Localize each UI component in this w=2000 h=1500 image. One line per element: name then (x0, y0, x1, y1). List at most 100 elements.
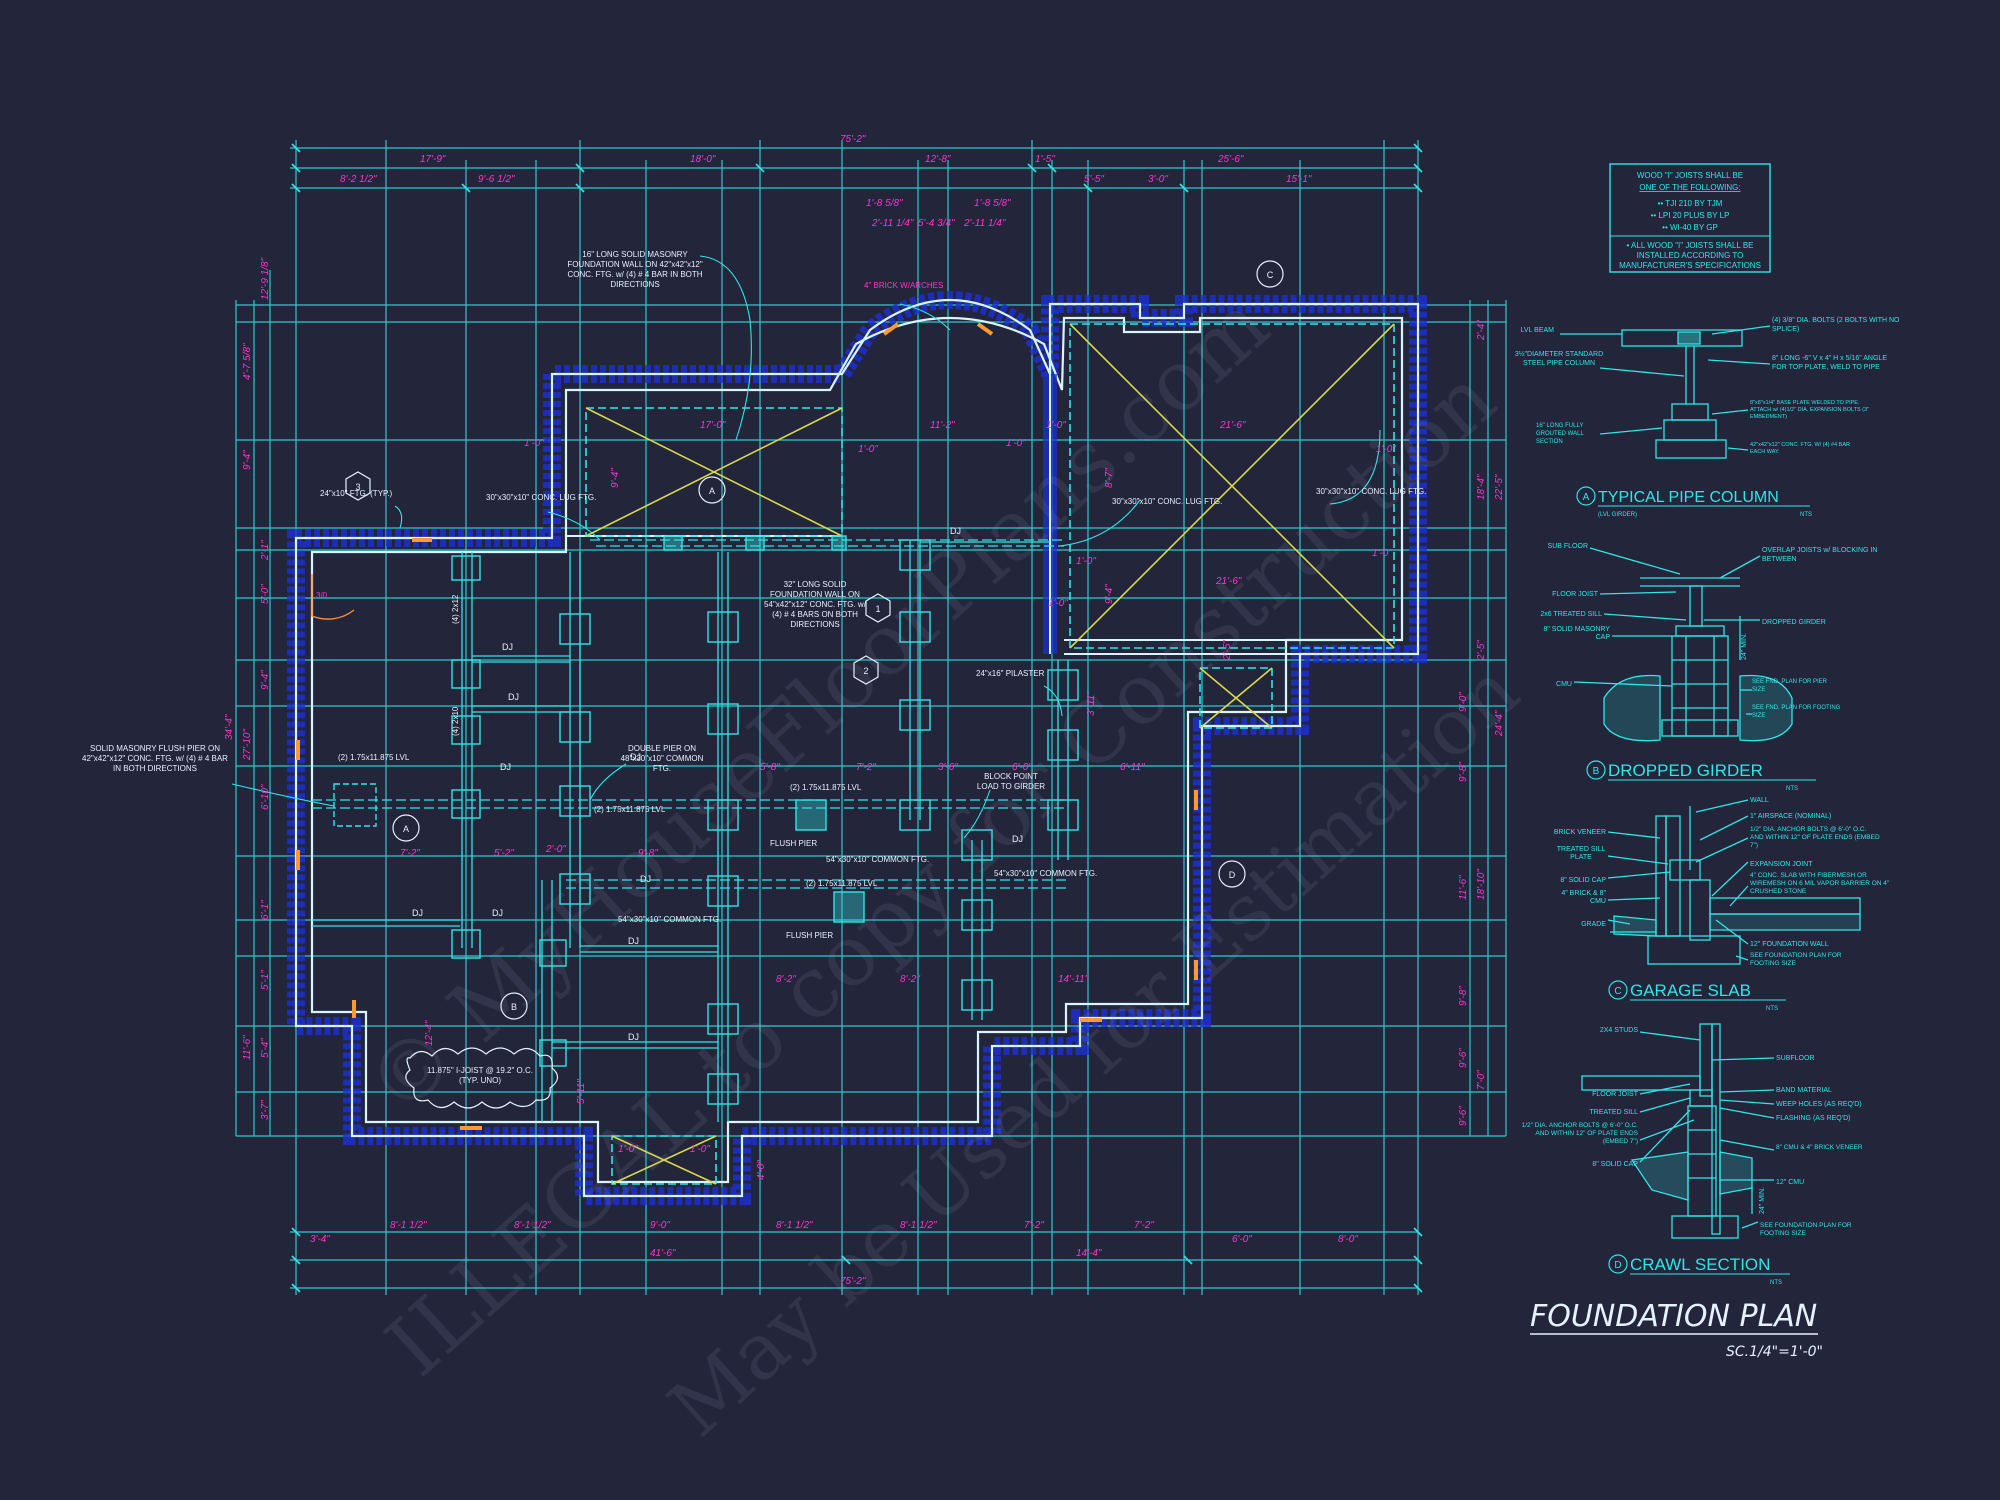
svg-text:D: D (1614, 1260, 1621, 1271)
note-double-pier: DOUBLE PIER ON 48"x30"x10" COMMON FTG. (621, 744, 704, 773)
joist-cloud-outline (405, 1047, 559, 1109)
svg-text:FLUSH PIER: FLUSH PIER (786, 931, 833, 940)
svg-text:(4) 2x12: (4) 2x12 (451, 594, 460, 624)
svg-text:8'-1 1/2": 8'-1 1/2" (900, 1220, 937, 1231)
svg-text:DJ: DJ (628, 936, 639, 946)
svg-text:9'-8": 9'-8" (638, 848, 658, 859)
note-flush-pier-left: SOLID MASONRY FLUSH PIER ON 42"x42"x12" … (82, 744, 228, 773)
svg-text:54"x30"x10" COMMON FTG.: 54"x30"x10" COMMON FTG. (618, 915, 721, 924)
svg-text:1'-0": 1'-0" (618, 1144, 638, 1155)
svg-text:18'-4": 18'-4" (1476, 474, 1487, 500)
drawing-title: FOUNDATION PLAN (1530, 1299, 1817, 1334)
bottom-dimensions: 3'-4" 8'-1 1/2" 8'-1 1/2" 9'-0" 8'-1 1/2… (310, 1220, 1358, 1287)
svg-text:6'-1": 6'-1" (260, 900, 271, 920)
svg-text:25'-6": 25'-6" (1217, 154, 1244, 165)
svg-text:3'-7": 3'-7" (260, 1100, 271, 1120)
svg-text:FLASHING (AS REQ'D): FLASHING (AS REQ'D) (1776, 1115, 1850, 1122)
svg-text:54"x30"x10" COMMON FTG.: 54"x30"x10" COMMON FTG. (994, 869, 1097, 878)
drawing-scale: SC.1/4"=1'-0" (1726, 1344, 1823, 1360)
svg-text:1'-0": 1'-0" (1046, 420, 1066, 431)
note-block-point: BLOCK POINT LOAD TO GIRDER (977, 772, 1045, 791)
note-lug-ftg-3: 30"x30"x10" CONC. LUG FTG. (1316, 487, 1426, 496)
svg-text:(LVL GIRDER): (LVL GIRDER) (1598, 512, 1637, 518)
svg-text:1'-0": 1'-0" (858, 444, 878, 455)
pipe-column-label-pipe: 3½"DIAMETER STANDARD STEEL PIPE COLUMN (1515, 351, 1603, 367)
svg-text:3'-0": 3'-0" (1148, 174, 1168, 185)
svg-text:MANUFACTURER'S SPECIFICATIONS: MANUFACTURER'S SPECIFICATIONS (1619, 261, 1761, 270)
svg-text:(2) 1.75x11.875 LVL: (2) 1.75x11.875 LVL (806, 879, 878, 888)
svg-text:DJ: DJ (500, 762, 511, 772)
svg-text:B: B (511, 1002, 517, 1012)
svg-text:9'-4": 9'-4" (242, 450, 253, 470)
svg-text:18'-10": 18'-10" (1476, 869, 1487, 900)
svg-text:11'-2": 11'-2" (930, 420, 955, 431)
svg-text:DJ: DJ (492, 908, 503, 918)
svg-text:SUB FLOOR: SUB FLOOR (1548, 543, 1588, 550)
svg-text:41'-6": 41'-6" (650, 1248, 676, 1259)
svg-text:8'-1 1/2": 8'-1 1/2" (390, 1220, 427, 1231)
svg-text:DROPPED GIRDER: DROPPED GIRDER (1762, 619, 1826, 626)
svg-text:3'-4": 3'-4" (310, 1234, 330, 1245)
drawing-title-block: FOUNDATION PLAN SC.1/4"=1'-0" (1530, 1299, 1823, 1360)
svg-text:24" MIN.: 24" MIN. (1741, 633, 1748, 660)
svg-text:9'-8": 9'-8" (1458, 762, 1469, 782)
svg-text:2x6 TREATED SILL: 2x6 TREATED SILL (1540, 611, 1602, 618)
svg-text:INSTALLED ACCORDING TO: INSTALLED ACCORDING TO (1637, 251, 1744, 260)
svg-text:2'-1": 2'-1" (260, 540, 271, 561)
svg-text:14'-4": 14'-4" (1076, 1248, 1102, 1259)
girder-label-footing: SEE FND. PLAN FOR FOOTING SIZE (1752, 705, 1840, 719)
note-pilaster: 24"x16" PILASTER (976, 669, 1045, 678)
pipe-column-label-wall: 16" LONG FULLY GROUTED WALL SECTION (1536, 423, 1584, 445)
section-tags: A A B C D 1 2 3 (345, 260, 1284, 1020)
svg-text:24'-4": 24'-4" (1494, 710, 1505, 737)
svg-text:22'-5": 22'-5" (1494, 474, 1505, 501)
svg-text:21'-6": 21'-6" (1219, 420, 1246, 431)
svg-text:5'-4 3/4": 5'-4 3/4" (918, 218, 955, 229)
svg-text:3/0: 3/0 (316, 591, 328, 600)
svg-text:9'-6": 9'-6" (1458, 1048, 1469, 1068)
top-overall-dim: 75'-2" (840, 134, 866, 145)
svg-text:•• WI-40 BY GP: •• WI-40 BY GP (1662, 223, 1718, 232)
garage-slab-label-footing: SEE FOUNDATION PLAN FOR FOOTING SIZE (1750, 952, 1842, 967)
detail-pipe-column: LVL BEAM 3½"DIAMETER STANDARD STEEL PIPE… (1515, 317, 1900, 518)
svg-text:8'-1 1/2": 8'-1 1/2" (776, 1220, 813, 1231)
garage-slab-label-anchor: 1/2" DIA. ANCHOR BOLTS @ 6'-0" O.C. AND … (1750, 826, 1880, 849)
svg-text:DJ: DJ (412, 908, 423, 918)
svg-text:WALL: WALL (1750, 797, 1769, 804)
svg-text:DJ: DJ (950, 526, 961, 536)
svg-text:GRADE: GRADE (1581, 921, 1606, 928)
joist-spec-box: WOOD "I" JOISTS SHALL BE ONE OF THE FOLL… (1609, 163, 1771, 273)
svg-text:24" MIN.: 24" MIN. (1759, 1187, 1766, 1214)
svg-text:SUBFLOOR: SUBFLOOR (1776, 1055, 1815, 1062)
svg-text:2'-5": 2'-5" (1476, 640, 1487, 661)
garage-slab-label-sill: TREATED SILL PLATE (1557, 846, 1606, 861)
plan-notes: 16" LONG SOLID MASONRY FOUNDATION WALL O… (82, 250, 1426, 1085)
svg-text:5'-4": 5'-4" (260, 1038, 271, 1058)
pier-markers (333, 535, 1079, 1105)
svg-text:1'-0": 1'-0" (1076, 556, 1096, 567)
svg-text:2'-5": 2'-5" (1222, 640, 1233, 661)
foundation-walls (287, 291, 1427, 1205)
dj-labels: DJ DJ DJ DJ DJ DJ DJ DJ DJ DJ DJ (412, 526, 1023, 1042)
crawl-label-cmu: 8" CMU & 4" BRICK VENEER (1776, 1144, 1863, 1151)
pipe-column-label-angle: 8" LONG -6" V x 4" H x 5/16" ANGLE FOR T… (1772, 355, 1887, 371)
svg-text:7'-2": 7'-2" (1134, 1220, 1154, 1231)
detail-dropped-girder: SUB FLOOR FLOOR JOIST 2x6 TREATED SILL 8… (1540, 543, 1877, 792)
svg-text:9'-4": 9'-4" (610, 468, 621, 488)
svg-text:DJ: DJ (630, 752, 641, 762)
svg-text:TREATED SILL: TREATED SILL (1590, 1109, 1639, 1116)
interior-dimensions: 17'-0" 9'-4" 11'-2" 21'-6" 8'-7" 9'-4" 1… (400, 420, 1396, 1180)
garage-slab-title: GARAGE SLAB (1630, 981, 1751, 1000)
svg-text:6'-11": 6'-11" (1120, 762, 1145, 773)
svg-text:34'-4": 34'-4" (224, 714, 235, 740)
svg-text:A: A (403, 824, 409, 834)
pipe-column-label-plate: 8"x8"x1/4" BASE PLATE WELDED TO PIPE. AT… (1750, 400, 1869, 420)
svg-text:1'-0": 1'-0" (1376, 444, 1396, 455)
svg-text:12'-8": 12'-8" (925, 154, 951, 165)
girder-label-overlap: OVERLAP JOISTS w/ BLOCKING IN BETWEEN (1762, 547, 1877, 563)
svg-text:BRICK VENEER: BRICK VENEER (1554, 829, 1606, 836)
svg-text:4'-0": 4'-0" (756, 1160, 767, 1180)
svg-text:7'-0": 7'-0" (1476, 1070, 1487, 1090)
dropped-girder-title: DROPPED GIRDER (1608, 761, 1763, 780)
